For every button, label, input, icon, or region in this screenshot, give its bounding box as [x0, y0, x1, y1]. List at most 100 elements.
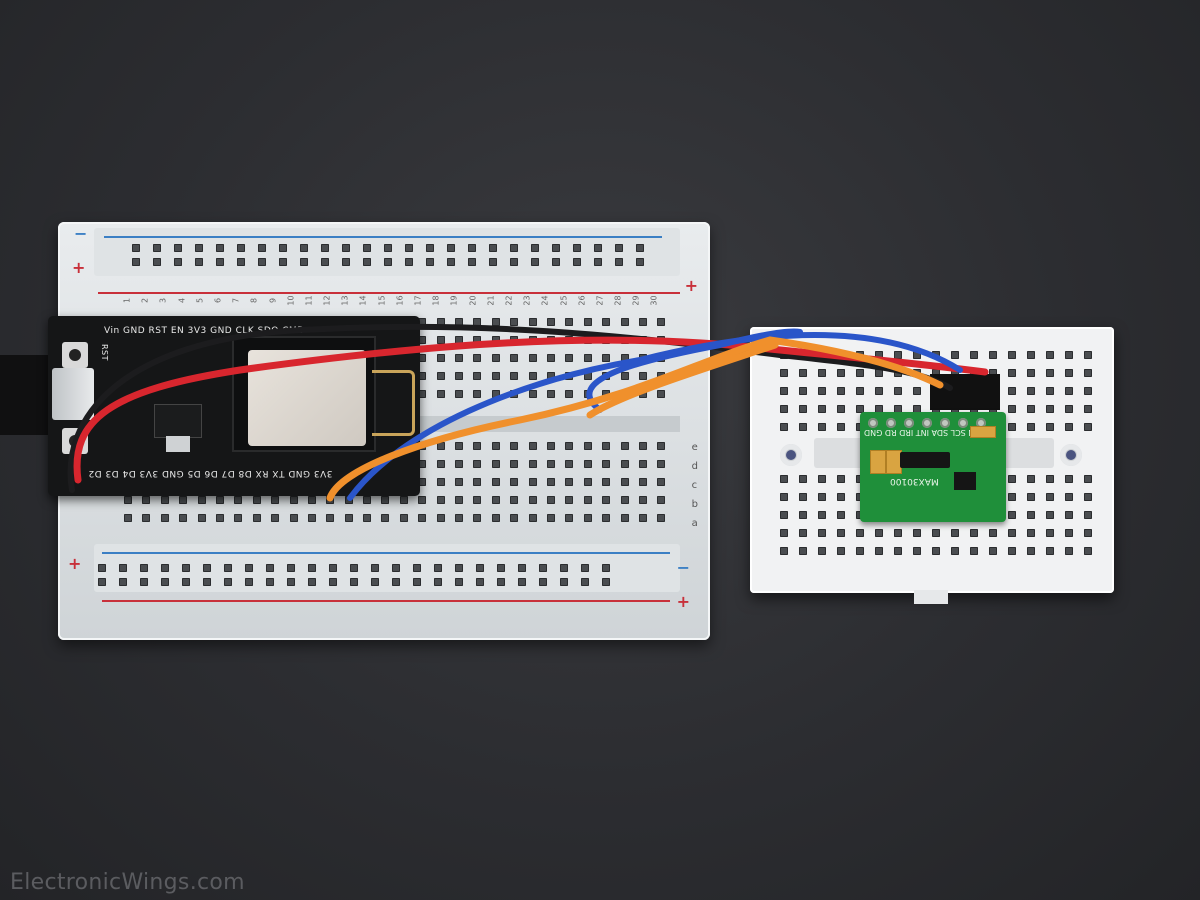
breadboard-hole [932, 547, 940, 555]
breadboard-hole [418, 390, 427, 398]
black-wire [67, 323, 953, 493]
breadboard-hole [245, 578, 253, 586]
breadboard-hole [602, 564, 610, 572]
breadboard-hole [799, 475, 807, 483]
breadboard-hole [237, 244, 245, 252]
breadboard-hole [455, 390, 464, 398]
breadboard-hole [399, 496, 408, 504]
breadboard-hole [476, 578, 484, 586]
breadboard-hole [560, 578, 568, 586]
mounting-hole-right [1060, 444, 1082, 466]
breadboard-hole [1008, 387, 1016, 395]
breadboard-hole [476, 564, 484, 572]
breadboard-hole [1046, 529, 1054, 537]
breadboard-hole [329, 564, 337, 572]
breadboard-hole [546, 390, 555, 398]
breadboard-hole [518, 564, 526, 572]
breadboard-hole [657, 514, 666, 522]
breadboard-hole [620, 354, 629, 362]
breadboard-hole [1065, 405, 1073, 413]
breadboard-hole [195, 258, 203, 266]
breadboard-hole [473, 496, 482, 504]
breadboard-hole [491, 496, 500, 504]
breadboard-hole [837, 529, 845, 537]
breadboard-hole [565, 318, 574, 326]
breadboard-hole [491, 336, 500, 344]
breadboard-hole [552, 244, 560, 252]
breadboard-hole [573, 244, 581, 252]
breadboard-hole [518, 578, 526, 586]
breadboard-hole [160, 514, 169, 522]
breadboard-hole [799, 423, 807, 431]
breadboard-hole [1008, 475, 1016, 483]
breadboard-hole [1008, 529, 1016, 537]
breadboard-hole [951, 529, 959, 537]
breadboard-hole [418, 514, 427, 522]
breadboard-hole [1027, 387, 1035, 395]
rail-positive-line [98, 292, 680, 294]
breadboard-hole [583, 318, 592, 326]
breadboard-hole [418, 478, 427, 486]
breadboard-hole [329, 578, 337, 586]
breadboard-hole [195, 244, 203, 252]
breadboard-hole [1027, 511, 1035, 519]
breadboard-hole [473, 372, 482, 380]
breadboard-hole [216, 244, 224, 252]
max30100-sensor-module: VIN SCL SDA INT IRD RD GND MAX30100 [860, 412, 1006, 522]
breadboard-hole [1008, 405, 1016, 413]
breadboard-hole [1027, 529, 1035, 537]
breadboard-hole [418, 460, 427, 468]
breadboard-hole [418, 336, 427, 344]
breadboard-hole [875, 529, 883, 537]
breadboard-hole [491, 442, 500, 450]
mounting-hole-left [780, 444, 802, 466]
breadboard-hole [300, 258, 308, 266]
breadboard-hole [510, 442, 519, 450]
breadboard-hole [197, 514, 206, 522]
breadboard-hole [399, 514, 408, 522]
breadboard-hole [875, 387, 883, 395]
breadboard-hole [234, 514, 243, 522]
regulator-tab [166, 436, 190, 452]
breadboard-hole [552, 258, 560, 266]
rail-plus-sign: + [72, 258, 86, 277]
breadboard-hole [161, 564, 169, 572]
breadboard-hole [510, 354, 519, 362]
breadboard-hole [455, 478, 464, 486]
regulator-ic [954, 472, 976, 490]
row-letter-b: b [691, 499, 698, 510]
orange-wire-loop [586, 341, 779, 419]
breadboard-hole [1046, 423, 1054, 431]
breadboard-hole [837, 547, 845, 555]
breadboard-hole [913, 405, 921, 413]
breadboard-hole [1046, 387, 1054, 395]
breadboard-hole [436, 336, 445, 344]
breadboard-hole [894, 351, 902, 359]
breadboard-hole [489, 258, 497, 266]
breadboard-hole [1027, 475, 1035, 483]
breadboard-hole [1008, 351, 1016, 359]
breadboard-hole [856, 387, 864, 395]
breadboard-hole [455, 514, 464, 522]
breadboard-hole [436, 318, 445, 326]
breadboard-hole [583, 478, 592, 486]
breadboard-hole [418, 354, 427, 362]
breadboard-hole [510, 318, 519, 326]
breadboard-hole [818, 529, 826, 537]
breadboard-hole [989, 369, 997, 377]
breadboard-hole [182, 578, 190, 586]
breadboard-hole [913, 351, 921, 359]
breadboard-hole [528, 318, 537, 326]
breadboard-hole [224, 578, 232, 586]
breadboard-hole [620, 318, 629, 326]
breadboard-hole [875, 547, 883, 555]
breadboard-hole [473, 478, 482, 486]
breadboard-hole [989, 351, 997, 359]
breadboard-hole [528, 514, 537, 522]
micro-usb-port [52, 368, 94, 420]
breadboard-hole [140, 578, 148, 586]
breadboard-hole [1008, 493, 1016, 501]
breadboard-hole [455, 442, 464, 450]
tantalum-capacitor [870, 450, 886, 474]
rst-button[interactable] [62, 342, 88, 368]
